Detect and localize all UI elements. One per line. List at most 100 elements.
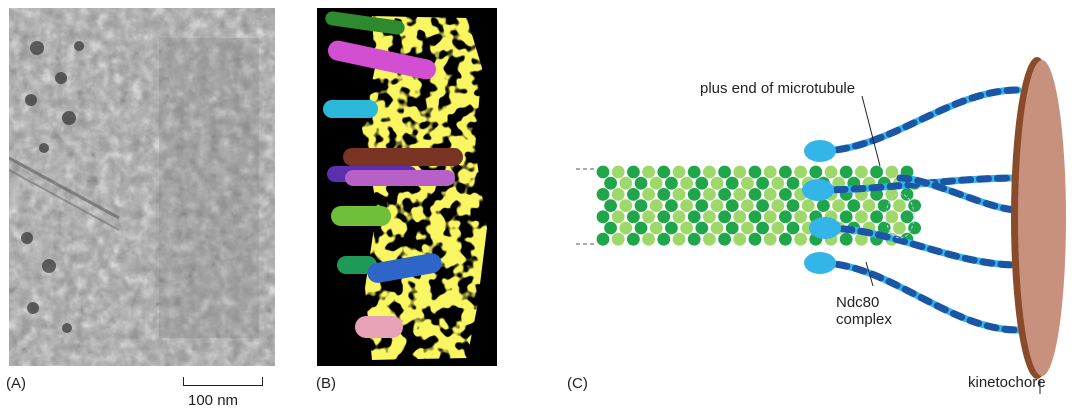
tubulin-subunit: [771, 221, 785, 235]
kinetochore-label: kinetochore: [968, 374, 1046, 391]
tubulin-subunit: [611, 165, 625, 179]
tubulin-subunit: [855, 210, 868, 224]
tubulin-subunit: [680, 176, 693, 190]
tubulin-subunit: [627, 165, 640, 179]
tubulin-subunit: [680, 221, 693, 235]
tubulin-subunit: [779, 165, 792, 179]
tubulin-subunit: [634, 221, 648, 235]
tubulin-subunit: [703, 188, 716, 201]
tubulin-subunit: [627, 210, 640, 224]
tubulin-subunit: [877, 199, 891, 213]
tubulin-subunit: [824, 165, 838, 179]
tubulin-subunit: [649, 199, 663, 213]
tubulin-subunit: [779, 188, 792, 201]
ndc80-head: [804, 140, 836, 162]
tubulin-subunit: [665, 199, 678, 213]
tubulin-subunit: [862, 199, 876, 213]
tubulin-subunit: [855, 232, 868, 246]
tubulin-subunit: [649, 176, 663, 190]
ndc80-complexes: [802, 86, 1022, 334]
tubulin-subunit: [703, 210, 716, 224]
tubulin-subunit: [672, 210, 686, 224]
tubulin-subunit: [657, 210, 671, 224]
tubulin-subunit: [611, 210, 625, 224]
ndc80-fibril: [816, 86, 1022, 155]
tubulin-subunit: [619, 176, 633, 190]
tubulin-subunit: [718, 188, 731, 201]
tubulin-subunit: [634, 176, 648, 190]
tubulin-subunit: [725, 199, 739, 213]
ndc80-fibril-twist: [816, 86, 1022, 155]
tubulin-subunit: [763, 165, 777, 179]
tubulin-subunit: [604, 221, 617, 235]
tubulin-subunit: [687, 188, 701, 201]
tubulin-subunit: [665, 221, 678, 235]
ndc80-head-back: [885, 193, 915, 239]
tubulin-subunit: [733, 188, 747, 201]
tubulin-subunit: [817, 199, 830, 213]
kinetochore-disk: [1011, 57, 1066, 379]
panel-c-schematic: [576, 57, 1066, 394]
tubulin-subunit: [794, 210, 807, 224]
tubulin-subunit: [733, 210, 747, 224]
tubulin-subunit: [695, 221, 709, 235]
tubulin-subunit: [619, 199, 633, 213]
tubulin-subunit: [680, 199, 693, 213]
tubulin-subunit: [779, 232, 792, 246]
tubulin-subunit: [832, 199, 845, 213]
tubulin-subunit: [596, 188, 610, 201]
tubulin-subunit: [710, 199, 724, 213]
ndc80-fibril-twist: [816, 259, 1022, 334]
tubulin-subunit: [596, 210, 610, 224]
tubulin-subunit: [604, 176, 617, 190]
tubulin-subunit: [893, 199, 906, 213]
tubulin-subunit: [611, 232, 625, 246]
tubulin-subunit: [893, 221, 906, 235]
ndc80-head: [804, 252, 836, 274]
tubulin-subunit: [649, 221, 663, 235]
tubulin-subunit: [748, 188, 762, 201]
tubulin-subunit: [741, 176, 754, 190]
tubulin-subunit: [718, 165, 731, 179]
tubulin-subunit: [695, 176, 709, 190]
tubulin-subunit: [642, 210, 655, 224]
tubulin-subunit: [763, 210, 777, 224]
tubulin-subunit: [703, 232, 716, 246]
tubulin-subunit: [855, 165, 868, 179]
tubulin-subunit: [748, 210, 762, 224]
tubulin-subunit: [771, 176, 785, 190]
tubulin-subunit: [642, 232, 655, 246]
ndc80-head: [809, 217, 841, 239]
microtubule-tubes: [323, 11, 463, 338]
tubulin-subunit: [687, 210, 701, 224]
tubulin-subunit: [642, 165, 655, 179]
tubulin-subunit: [733, 165, 747, 179]
tubulin-subunit: [672, 188, 686, 201]
tubulin-subunit: [627, 232, 640, 246]
tubulin-subunit: [756, 221, 769, 235]
tubulin-subunit: [756, 199, 769, 213]
tubulin-subunit: [733, 232, 747, 246]
tubulin-subunit: [786, 199, 800, 213]
tubulin-subunit: [687, 165, 701, 179]
tubulin-subunit: [725, 176, 739, 190]
tubulin-subunit: [900, 188, 914, 201]
tubulin-subunit: [794, 165, 807, 179]
panel-a-micrograph: [9, 8, 275, 366]
tubulin-subunit: [718, 232, 731, 246]
tubulin-subunit: [786, 176, 800, 190]
tubulin-subunit: [611, 188, 625, 201]
panel-c-label: (C): [567, 375, 588, 392]
tubulin-subunit: [634, 199, 648, 213]
tubulin-subunit: [718, 210, 731, 224]
tubulin-subunit: [596, 232, 610, 246]
panel-b-label: (B): [316, 375, 336, 392]
tubulin-subunit: [756, 176, 769, 190]
tubulin-subunit: [657, 165, 671, 179]
plus-end-label: plus end of microtubule: [700, 80, 856, 97]
tubulin-subunit: [870, 210, 883, 224]
ndc80-label: Ndc80 complex: [836, 294, 892, 328]
tubulin-subunit: [885, 165, 899, 179]
microtubule-lattice: [596, 165, 921, 246]
tubulin-subunit: [657, 188, 671, 201]
